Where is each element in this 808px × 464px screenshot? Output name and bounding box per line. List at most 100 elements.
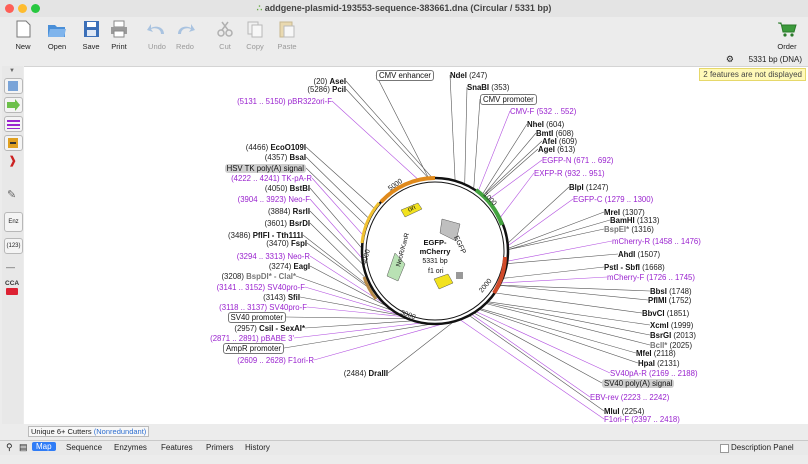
right-site-label[interactable]: XcmI (1999) bbox=[650, 321, 693, 330]
right-site-label[interactable]: CMV-F (532 .. 552) bbox=[510, 107, 576, 116]
right-site-label[interactable]: CMV enhancer bbox=[376, 70, 435, 81]
paste-button[interactable]: Paste bbox=[270, 19, 304, 53]
tab-enzymes[interactable]: Enzymes bbox=[114, 443, 147, 452]
tab-history[interactable]: History bbox=[245, 443, 270, 452]
left-site-label[interactable]: (3274) EagI bbox=[269, 262, 310, 271]
minimize-window-button[interactable] bbox=[18, 4, 27, 13]
left-site-label[interactable]: (3294 .. 3313) Neo-R bbox=[237, 252, 310, 261]
left-site-label[interactable]: (2871 .. 2891) pBABE 3' bbox=[210, 334, 294, 343]
order-button[interactable]: Order bbox=[770, 19, 804, 53]
collapse-chevron-icon[interactable]: ▼ bbox=[9, 68, 15, 74]
left-site-label[interactable]: (3141 .. 3152) SV40pro-F bbox=[217, 283, 305, 292]
left-site-label[interactable]: (5286) PciI bbox=[307, 85, 346, 94]
left-site-label[interactable]: (3486) PflFI - Tth111I bbox=[228, 231, 303, 240]
right-site-label[interactable]: EBV-rev (2223 .. 2242) bbox=[590, 393, 669, 402]
cut-button[interactable]: Cut bbox=[208, 19, 242, 53]
tab-features[interactable]: Features bbox=[161, 443, 193, 452]
right-site-label[interactable]: EGFP-C (1279 .. 1300) bbox=[573, 195, 653, 204]
zoom-window-button[interactable] bbox=[31, 4, 40, 13]
right-site-label[interactable]: BmtI (608) bbox=[536, 129, 574, 138]
print-button[interactable]: Print bbox=[102, 19, 136, 53]
description-panel-checkbox[interactable] bbox=[720, 444, 729, 453]
left-site-label[interactable]: (4466) EcoO109I bbox=[246, 143, 306, 152]
left-site-label[interactable]: (4222 .. 4241) TK-pA-R bbox=[231, 174, 312, 183]
right-site-label[interactable]: SV40pA-R (2169 .. 2188) bbox=[610, 369, 698, 378]
left-site-label[interactable]: (3208) BspDI* - ClaI* bbox=[221, 272, 296, 281]
left-site-label[interactable]: (4050) BstBI bbox=[265, 184, 310, 193]
left-site-label[interactable]: (3143) SfiI bbox=[263, 293, 300, 302]
left-site-label[interactable]: HSV TK poly(A) signal bbox=[224, 164, 306, 173]
right-site-label[interactable]: AfeI (609) bbox=[542, 137, 577, 146]
right-site-label[interactable]: BclI* (2025) bbox=[650, 341, 692, 350]
right-site-label[interactable]: BlpI (1247) bbox=[569, 183, 608, 192]
right-site-label[interactable]: MreI (1307) bbox=[604, 208, 645, 217]
sv40-ori-feature[interactable] bbox=[456, 272, 463, 279]
right-site-label[interactable]: AgeI (613) bbox=[538, 145, 575, 154]
right-site-label[interactable]: EGFP-N (671 .. 692) bbox=[542, 156, 614, 165]
save-button[interactable]: Save bbox=[74, 19, 108, 53]
left-site-label[interactable]: (4357) BsaI bbox=[265, 153, 306, 162]
right-site-label[interactable]: MluI (2254) bbox=[604, 407, 644, 416]
show-features-button[interactable] bbox=[4, 97, 23, 113]
right-site-label[interactable]: BamHI (1313) bbox=[610, 216, 659, 225]
left-site-label[interactable]: (2957) CsiI - SexAI* bbox=[234, 324, 305, 333]
tab-map[interactable]: Map bbox=[32, 442, 56, 451]
left-site-label[interactable]: (2484) DraIII bbox=[344, 369, 388, 378]
egfp-inner-feature[interactable] bbox=[439, 218, 461, 242]
search-icon[interactable]: ⚲ bbox=[6, 442, 13, 452]
left-site-label[interactable]: AmpR promoter bbox=[222, 343, 284, 354]
right-site-label[interactable]: SV40 poly(A) signal bbox=[602, 379, 675, 388]
map-view-button[interactable] bbox=[4, 78, 23, 94]
left-site-label[interactable]: (2609 .. 2628) F1ori-R bbox=[237, 356, 314, 365]
right-site-label[interactable]: BbsI (1748) bbox=[650, 287, 692, 296]
features-hidden-notice[interactable]: 2 features are not displayed bbox=[699, 68, 806, 81]
left-site-label[interactable]: (20) AseI bbox=[313, 77, 346, 86]
pencil-icon[interactable]: ✎ bbox=[7, 189, 17, 201]
right-site-label[interactable]: BsrGI (2013) bbox=[650, 331, 696, 340]
right-site-label[interactable]: CMV promoter bbox=[480, 94, 537, 105]
left-site-label[interactable]: SV40 promoter bbox=[227, 312, 286, 323]
right-site-label[interactable]: F1ori-F (2397 .. 2418) bbox=[604, 415, 680, 424]
new-button[interactable]: New bbox=[6, 19, 40, 53]
left-site-label[interactable]: (3904 .. 3923) Neo-F bbox=[238, 195, 310, 204]
right-site-label[interactable]: MfeI (2118) bbox=[636, 349, 676, 358]
right-site-label[interactable]: mCherry-F (1726 .. 1745) bbox=[607, 273, 695, 282]
left-site-label[interactable]: (3601) BsrDI bbox=[264, 219, 310, 228]
neor-kanr-feature[interactable] bbox=[386, 252, 406, 282]
cca-icon[interactable]: CCA bbox=[5, 280, 20, 287]
tab-primers[interactable]: Primers bbox=[206, 443, 234, 452]
open-button[interactable]: Open bbox=[40, 19, 74, 53]
right-site-label[interactable]: BbvCI (1851) bbox=[642, 309, 689, 318]
undo-button[interactable]: Undo bbox=[140, 19, 174, 53]
number-button[interactable]: (123) bbox=[4, 238, 23, 254]
right-site-label[interactable]: SnaBI (353) bbox=[467, 83, 509, 92]
right-site-label[interactable]: HpaI (2131) bbox=[638, 359, 680, 368]
f1-ori-feature[interactable] bbox=[433, 273, 454, 290]
right-site-label[interactable]: PstI - SbfI (1668) bbox=[604, 263, 665, 272]
copy-button[interactable]: Copy bbox=[238, 19, 272, 53]
ori-feature[interactable] bbox=[400, 202, 423, 218]
left-site-label[interactable]: (3884) RsrII bbox=[268, 207, 310, 216]
right-site-label[interactable]: NheI (604) bbox=[527, 120, 564, 129]
close-window-button[interactable] bbox=[5, 4, 14, 13]
ampr-promoter-arc[interactable] bbox=[360, 202, 381, 244]
right-site-label[interactable]: NdeI (247) bbox=[450, 71, 487, 80]
show-primers-button[interactable] bbox=[4, 116, 23, 132]
redo-button[interactable]: Redo bbox=[168, 19, 202, 53]
left-site-label[interactable]: (5131 .. 5150) pBR322ori-F bbox=[237, 97, 332, 106]
right-site-label[interactable]: AhdI (1507) bbox=[618, 250, 660, 259]
enzyme-set-button[interactable]: Enz bbox=[4, 212, 23, 232]
enzyme-set-selector[interactable]: Unique 6+ Cutters (Nonredundant) bbox=[28, 426, 150, 437]
settings-gear-icon[interactable]: ⚙ bbox=[725, 54, 734, 64]
egfp-arc[interactable] bbox=[474, 188, 504, 226]
bracket-icon[interactable]: ❱ bbox=[8, 155, 18, 167]
right-site-label[interactable]: EXFP-R (932 .. 951) bbox=[534, 169, 605, 178]
right-site-label[interactable]: BspEI* (1316) bbox=[604, 225, 654, 234]
cmv-enhancer-arc[interactable] bbox=[379, 176, 436, 204]
right-site-label[interactable]: PflMI (1752) bbox=[648, 296, 691, 305]
tab-sequence[interactable]: Sequence bbox=[66, 443, 103, 452]
mcherry-arc[interactable] bbox=[492, 256, 507, 295]
left-site-label[interactable]: (3118 .. 3137) SV40pro-F bbox=[219, 303, 307, 312]
sv40-polya-arc[interactable] bbox=[362, 276, 378, 300]
right-site-label[interactable]: mCherry-R (1458 .. 1476) bbox=[612, 237, 701, 246]
